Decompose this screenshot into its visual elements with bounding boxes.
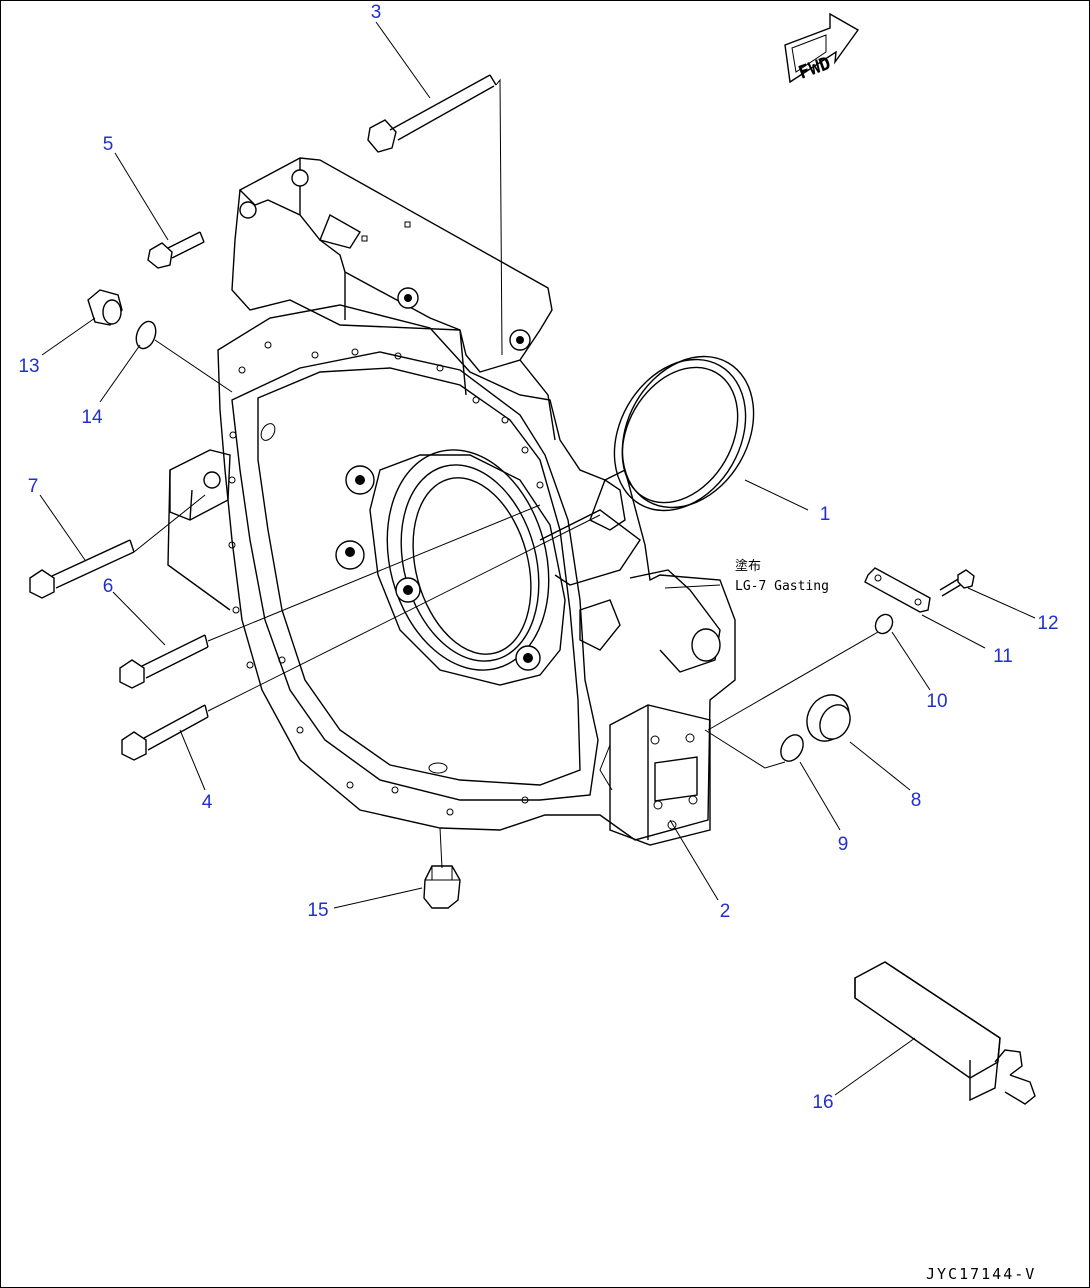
callout-13: 13 (18, 356, 39, 377)
leader-lines (39, 21, 1036, 1096)
callout-14: 14 (81, 407, 103, 428)
bolt-part-3 (367, 74, 497, 153)
sealant-note-jp: 塗布 (735, 558, 761, 574)
callout-1: 1 (820, 504, 831, 525)
tool-part-16 (854, 961, 1036, 1105)
washer-part-10 (874, 613, 894, 635)
flywheel-housing (167, 157, 736, 846)
callout-11: 11 (993, 646, 1013, 667)
bolt-part-5 (147, 231, 205, 269)
sealant-note-en: LG-7 Gasting (735, 579, 829, 594)
bolt-part-7 (29, 539, 135, 599)
plate-part-11 (864, 567, 931, 613)
callout-15: 15 (307, 900, 328, 921)
forward-arrow-icon: FWD (784, 12, 860, 84)
bolt-part-12 (939, 569, 975, 597)
callout-12: 12 (1037, 613, 1058, 634)
callout-4: 4 (202, 792, 213, 813)
callout-9: 9 (838, 834, 849, 855)
callout-6: 6 (103, 576, 114, 597)
bolt-part-6 (119, 634, 209, 689)
oring-part-9 (780, 734, 804, 762)
callout-5: 5 (103, 134, 114, 155)
callout-2: 2 (720, 901, 731, 922)
callout-10: 10 (926, 691, 947, 712)
bolt-part-4 (121, 704, 209, 761)
forward-label: FWD (796, 53, 834, 84)
flange-holes (228, 341, 544, 816)
callout-3: 3 (371, 2, 382, 23)
seal-part-1 (613, 355, 755, 512)
oring-part-14 (135, 320, 157, 350)
callout-8: 8 (911, 790, 922, 811)
plug-part-8 (806, 694, 851, 742)
callout-16: 16 (812, 1092, 833, 1113)
drawing-id: JYC17144-V (926, 1265, 1036, 1283)
plug-part-13 (87, 289, 123, 326)
plug-part-15 (423, 865, 461, 909)
callout-labels: 1 2 3 4 5 6 7 8 9 10 11 12 13 14 15 16 (18, 2, 1058, 1113)
callout-7: 7 (28, 476, 39, 497)
